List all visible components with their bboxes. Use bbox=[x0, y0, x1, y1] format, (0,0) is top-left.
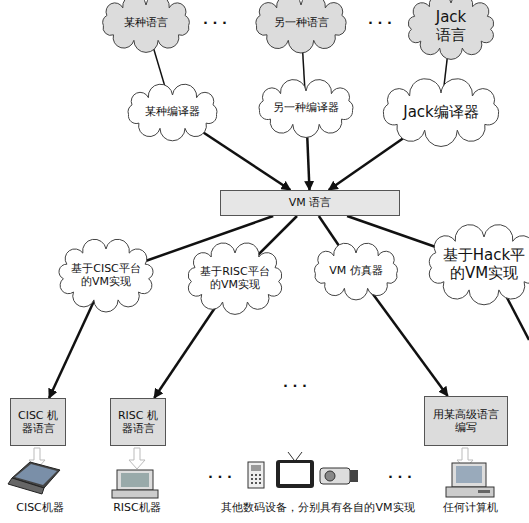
language-cloud: Jack 语言 bbox=[408, 0, 494, 52]
laptop-icon bbox=[8, 462, 60, 494]
desktop-icon bbox=[112, 470, 158, 498]
machine-caption: RISC机器 bbox=[113, 500, 161, 515]
machine-language-box: CISC 机器语言 bbox=[10, 398, 66, 446]
node-text: 用某高级语言 编写 bbox=[429, 408, 503, 434]
node-text: 某种语言 bbox=[111, 16, 181, 29]
camera-icon bbox=[320, 468, 358, 484]
ellipsis: · · · bbox=[368, 15, 392, 30]
connector-line bbox=[258, 216, 298, 256]
ellipsis: · · · bbox=[388, 469, 412, 484]
node-text: 某种编译器 bbox=[136, 105, 210, 118]
machine-caption: 任何计算机 bbox=[443, 500, 498, 515]
ellipsis: · · · bbox=[283, 378, 307, 393]
arrow bbox=[329, 130, 415, 190]
node-text: VM 语言 bbox=[225, 196, 395, 209]
node-text: 另一种语言 bbox=[264, 16, 338, 29]
device-caption: 其他数码设备，分别具有各自的VM实现 bbox=[221, 500, 414, 515]
compiler-cloud: 另一种编译器 bbox=[256, 88, 356, 128]
arrow bbox=[49, 301, 94, 398]
node-text: 基于CISC平台 的VM实现 bbox=[66, 262, 146, 288]
arrow bbox=[369, 289, 448, 396]
ellipsis: · · · bbox=[203, 15, 227, 30]
arrow bbox=[196, 128, 291, 191]
computer-icon bbox=[446, 463, 494, 497]
node-text: CISC 机器语言 bbox=[13, 409, 63, 435]
ellipsis: · · · bbox=[208, 469, 232, 484]
machine-caption: CISC机器 bbox=[16, 500, 64, 515]
node-text: RISC 机器语言 bbox=[113, 409, 163, 435]
connector-line bbox=[347, 216, 439, 248]
arrow bbox=[154, 302, 219, 398]
vm-impl-cloud: 基于Hack平 的VM实现 bbox=[428, 234, 529, 294]
language-cloud: 另一种语言 bbox=[253, 2, 349, 44]
vm-language-box: VM 语言 bbox=[220, 190, 400, 216]
compiler-cloud: 某种编译器 bbox=[125, 92, 220, 132]
implementation-box: 用某高级语言 编写 bbox=[424, 396, 508, 446]
node-text: Jack编译器 bbox=[386, 103, 496, 121]
tv-icon bbox=[276, 452, 314, 488]
vm-impl-cloud: 基于CISC平台 的VM实现 bbox=[60, 246, 152, 304]
node-text: 基于Hack平 的VM实现 bbox=[434, 246, 529, 282]
language-cloud: 某种语言 bbox=[100, 2, 192, 44]
node-text: 另一种编译器 bbox=[266, 101, 346, 114]
phone-icon bbox=[248, 462, 264, 488]
node-text: Jack 语言 bbox=[426, 8, 476, 44]
compiler-cloud: Jack编译器 bbox=[380, 90, 502, 134]
machine-language-box: RISC 机器语言 bbox=[110, 398, 166, 446]
emulator-cloud: VM 仿真器 bbox=[312, 250, 400, 292]
vm-impl-cloud: 基于RISC平台 的VM实现 bbox=[188, 250, 282, 306]
node-text: VM 仿真器 bbox=[321, 264, 391, 277]
node-text: 基于RISC平台 的VM实现 bbox=[194, 265, 276, 291]
